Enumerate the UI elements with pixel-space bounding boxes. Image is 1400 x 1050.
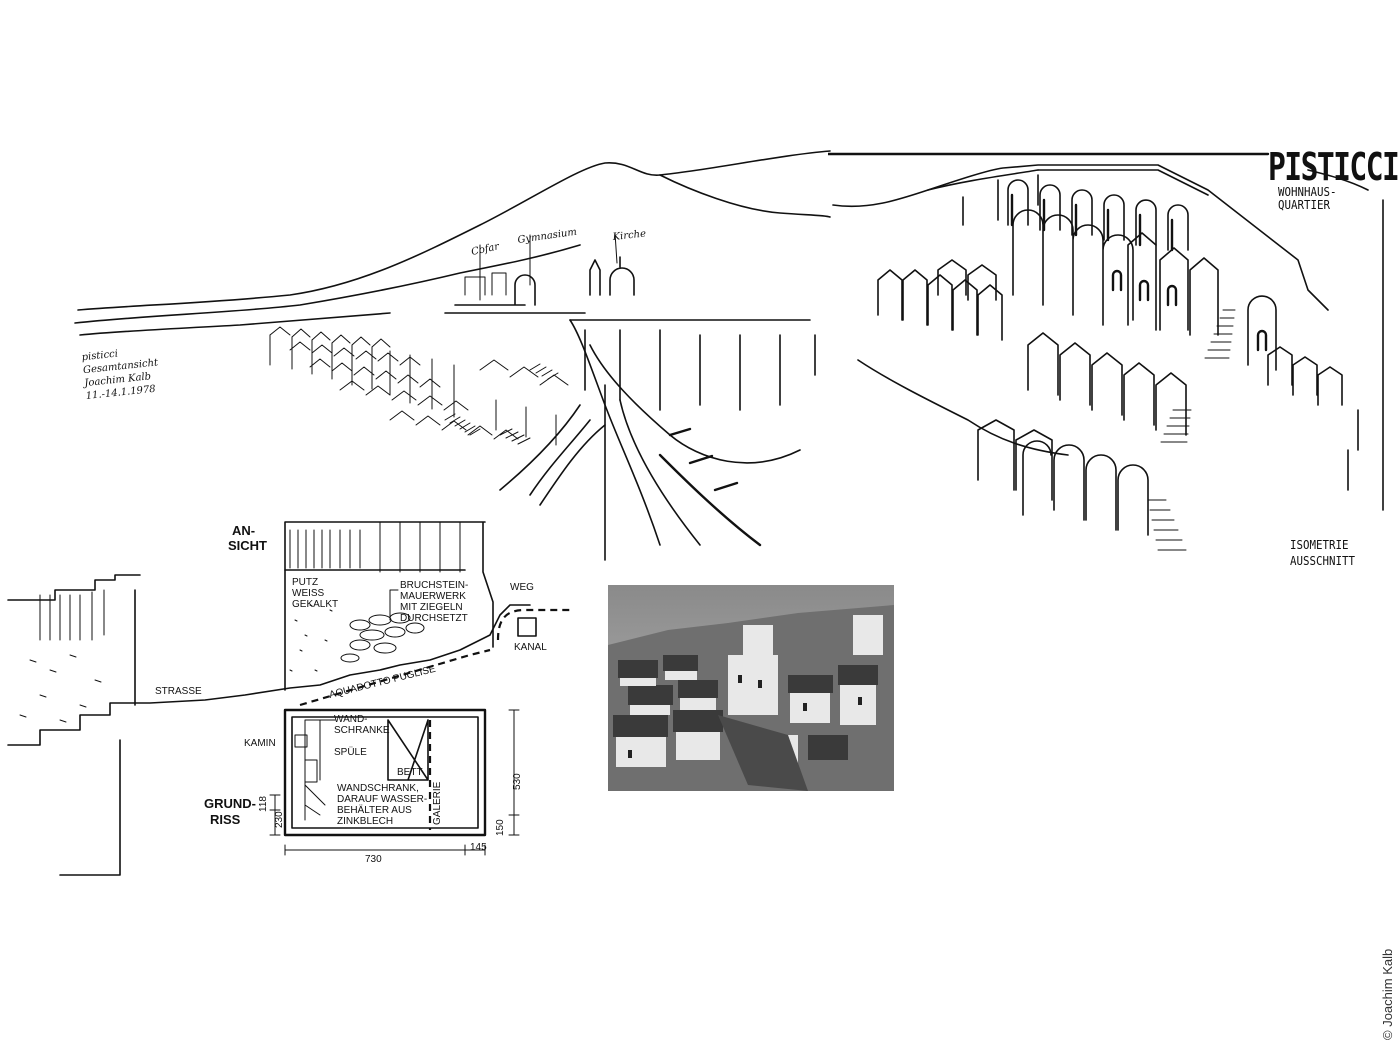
label-bett: BETT (397, 767, 423, 778)
dim-150: 150 (495, 819, 506, 836)
label-spuele: SPÜLE (334, 746, 367, 758)
label-putz-1: PUTZ (292, 577, 318, 588)
label-weg: WEG (510, 582, 534, 593)
label-bruchstein-4: DURCHSETZT (400, 613, 468, 624)
page-title: PISTICCI (1268, 145, 1400, 189)
label-wandschranke-2: SCHRANKE (334, 725, 390, 736)
label-galerie: GALERIE (432, 781, 443, 825)
svg-text:pisticci: pisticci (81, 349, 118, 364)
dim-height: 530 (512, 773, 523, 790)
title-subtitle: WOHNHAUS- QUARTIER (1278, 186, 1388, 212)
label-grundriss-1: GRUND- (204, 796, 256, 811)
label-wandschrank-4: ZINKBLECH (337, 816, 393, 827)
label-ansicht-2: SICHT (228, 538, 267, 553)
label-wandschranke-1: WAND- (334, 714, 368, 725)
label-wandschrank-1: WANDSCHRANK, (337, 783, 419, 794)
subtitle-line-1: WOHNHAUS- (1278, 185, 1337, 199)
label-wandschrank-3: BEHÄLTER AUS (337, 804, 412, 816)
label-ansicht-1: AN- (232, 523, 255, 538)
town-photo (608, 585, 894, 791)
isometric-sketch (828, 150, 1398, 575)
label-strasse: STRASSE (155, 686, 202, 697)
annotation-gymnasium: Gymnasium (517, 227, 578, 246)
label-bruchstein-1: BRUCHSTEIN- (400, 580, 468, 591)
title-block: PISTICCI WOHNHAUS- QUARTIER (1268, 148, 1400, 212)
label-kamin: KAMIN (244, 738, 276, 749)
elevation-and-plan-drawing: AN- SICHT PUTZ WEISS GEKALKT BRUCHSTEIN-… (0, 510, 575, 880)
panorama-sketch: Cofar Gymnasium Kirche pisticci Gesamtan… (60, 145, 835, 565)
isometric-label-line-1: ISOMETRIE (1290, 538, 1349, 552)
dim-width: 730 (365, 854, 382, 865)
label-grundriss-2: RISS (210, 812, 241, 827)
sketch-signature: pisticci Gesamtansicht Joachim Kalb 11.-… (81, 349, 159, 403)
isometric-label: ISOMETRIE AUSSCHNITT (1290, 537, 1355, 569)
dim-145: 145 (470, 842, 487, 853)
label-wandschrank-2: DARAUF WASSER- (337, 794, 427, 805)
isometric-label-line-2: AUSSCHNITT (1290, 554, 1356, 568)
label-putz-3: GEKALKT (292, 599, 338, 610)
label-putz-2: WEISS (292, 588, 325, 599)
subtitle-line-2: QUARTIER (1278, 198, 1331, 212)
copyright-notice: © Joachim Kalb (1380, 948, 1395, 1040)
label-bruchstein-2: MAUERWERK (400, 591, 466, 602)
label-kanal: KANAL (514, 642, 547, 653)
dim-230: 230 (274, 811, 285, 828)
annotation-cofar: Cofar (470, 241, 501, 258)
dim-118: 118 (258, 796, 269, 812)
annotation-kirche: Kirche (611, 229, 646, 244)
label-bruchstein-3: MIT ZIEGELN (400, 602, 463, 613)
